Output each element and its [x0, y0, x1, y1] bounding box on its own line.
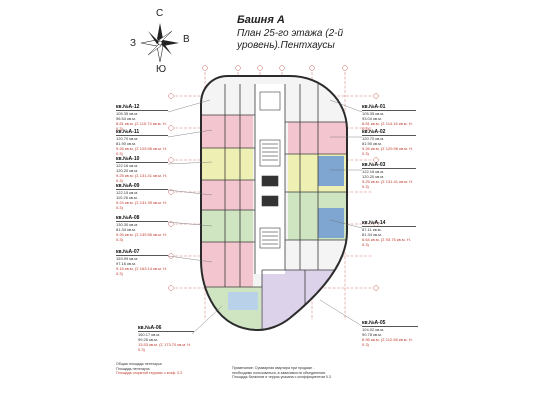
compass-rose-icon: [140, 23, 179, 63]
apartment-label: кв.№А-12 105.35 кв.м. 96.54 кв.м. 8.81 к…: [116, 104, 168, 131]
building-outline: [200, 75, 348, 332]
apartment-label: кв.№А-03 122.16 кв.м. 120.20 кв.м. 9.25 …: [362, 163, 416, 189]
compass-north-label: С: [156, 8, 164, 19]
building-core: [259, 91, 281, 249]
tower-title: Башня А: [237, 14, 285, 26]
apartment-label: кв.№А-10 122.16 кв.м. 120.20 кв.м. 9.25 …: [116, 156, 168, 183]
interior-walls: [201, 84, 347, 330]
apartment-label: кв.№А-09 122.15 кв.м. 110.26 кв.м. 9.24 …: [116, 183, 168, 210]
compass-west-label: З: [130, 38, 137, 49]
apartment-label: кв.№А-14 87.11 кв.м. 81.34 кв.м. 6.64 кв…: [362, 221, 416, 247]
apartment-label: кв.№А-08 130.30 кв.м. 81.34 кв.м. 9.26 к…: [116, 215, 168, 242]
area-legend: Общая площадь пентхауса Площадь пентхаус…: [116, 362, 183, 376]
footnote: Примечание: Суммарная квартира при прода…: [232, 366, 331, 380]
compass-east-label: В: [183, 34, 190, 45]
apartment-label: кв.№А-01 105.35 кв.м. 93.04 кв.м. 8.81 к…: [362, 105, 416, 131]
plan-subtitle: План 25-го этажа (2-й уровень).Пентхаусы: [237, 28, 344, 51]
apartment-label: кв.№А-06 160.17 кв.м. 99.26 кв.м. 13.53 …: [138, 326, 194, 352]
leader-lines: [167, 99, 363, 335]
apartment-label: кв.№А-11 120.70 кв.м. 81.90 кв.м. 9.26 к…: [116, 129, 168, 156]
apartment-label: кв.№А-05 104.02 кв.м. 90.78 кв.м. 8.96 к…: [362, 321, 418, 347]
apartment-label: кв.№А-07 153.99 кв.м. 97.16 кв.м. 9.15 к…: [116, 249, 168, 276]
compass-south-label: Ю: [156, 64, 167, 75]
plan-title-block: Башня А План 25-го этажа (2-й уровень).П…: [237, 14, 367, 52]
axis-markers: [168, 65, 379, 291]
apartment-label: кв.№А-02 120.70 кв.м. 81.90 кв.м. 9.26 к…: [362, 130, 416, 156]
